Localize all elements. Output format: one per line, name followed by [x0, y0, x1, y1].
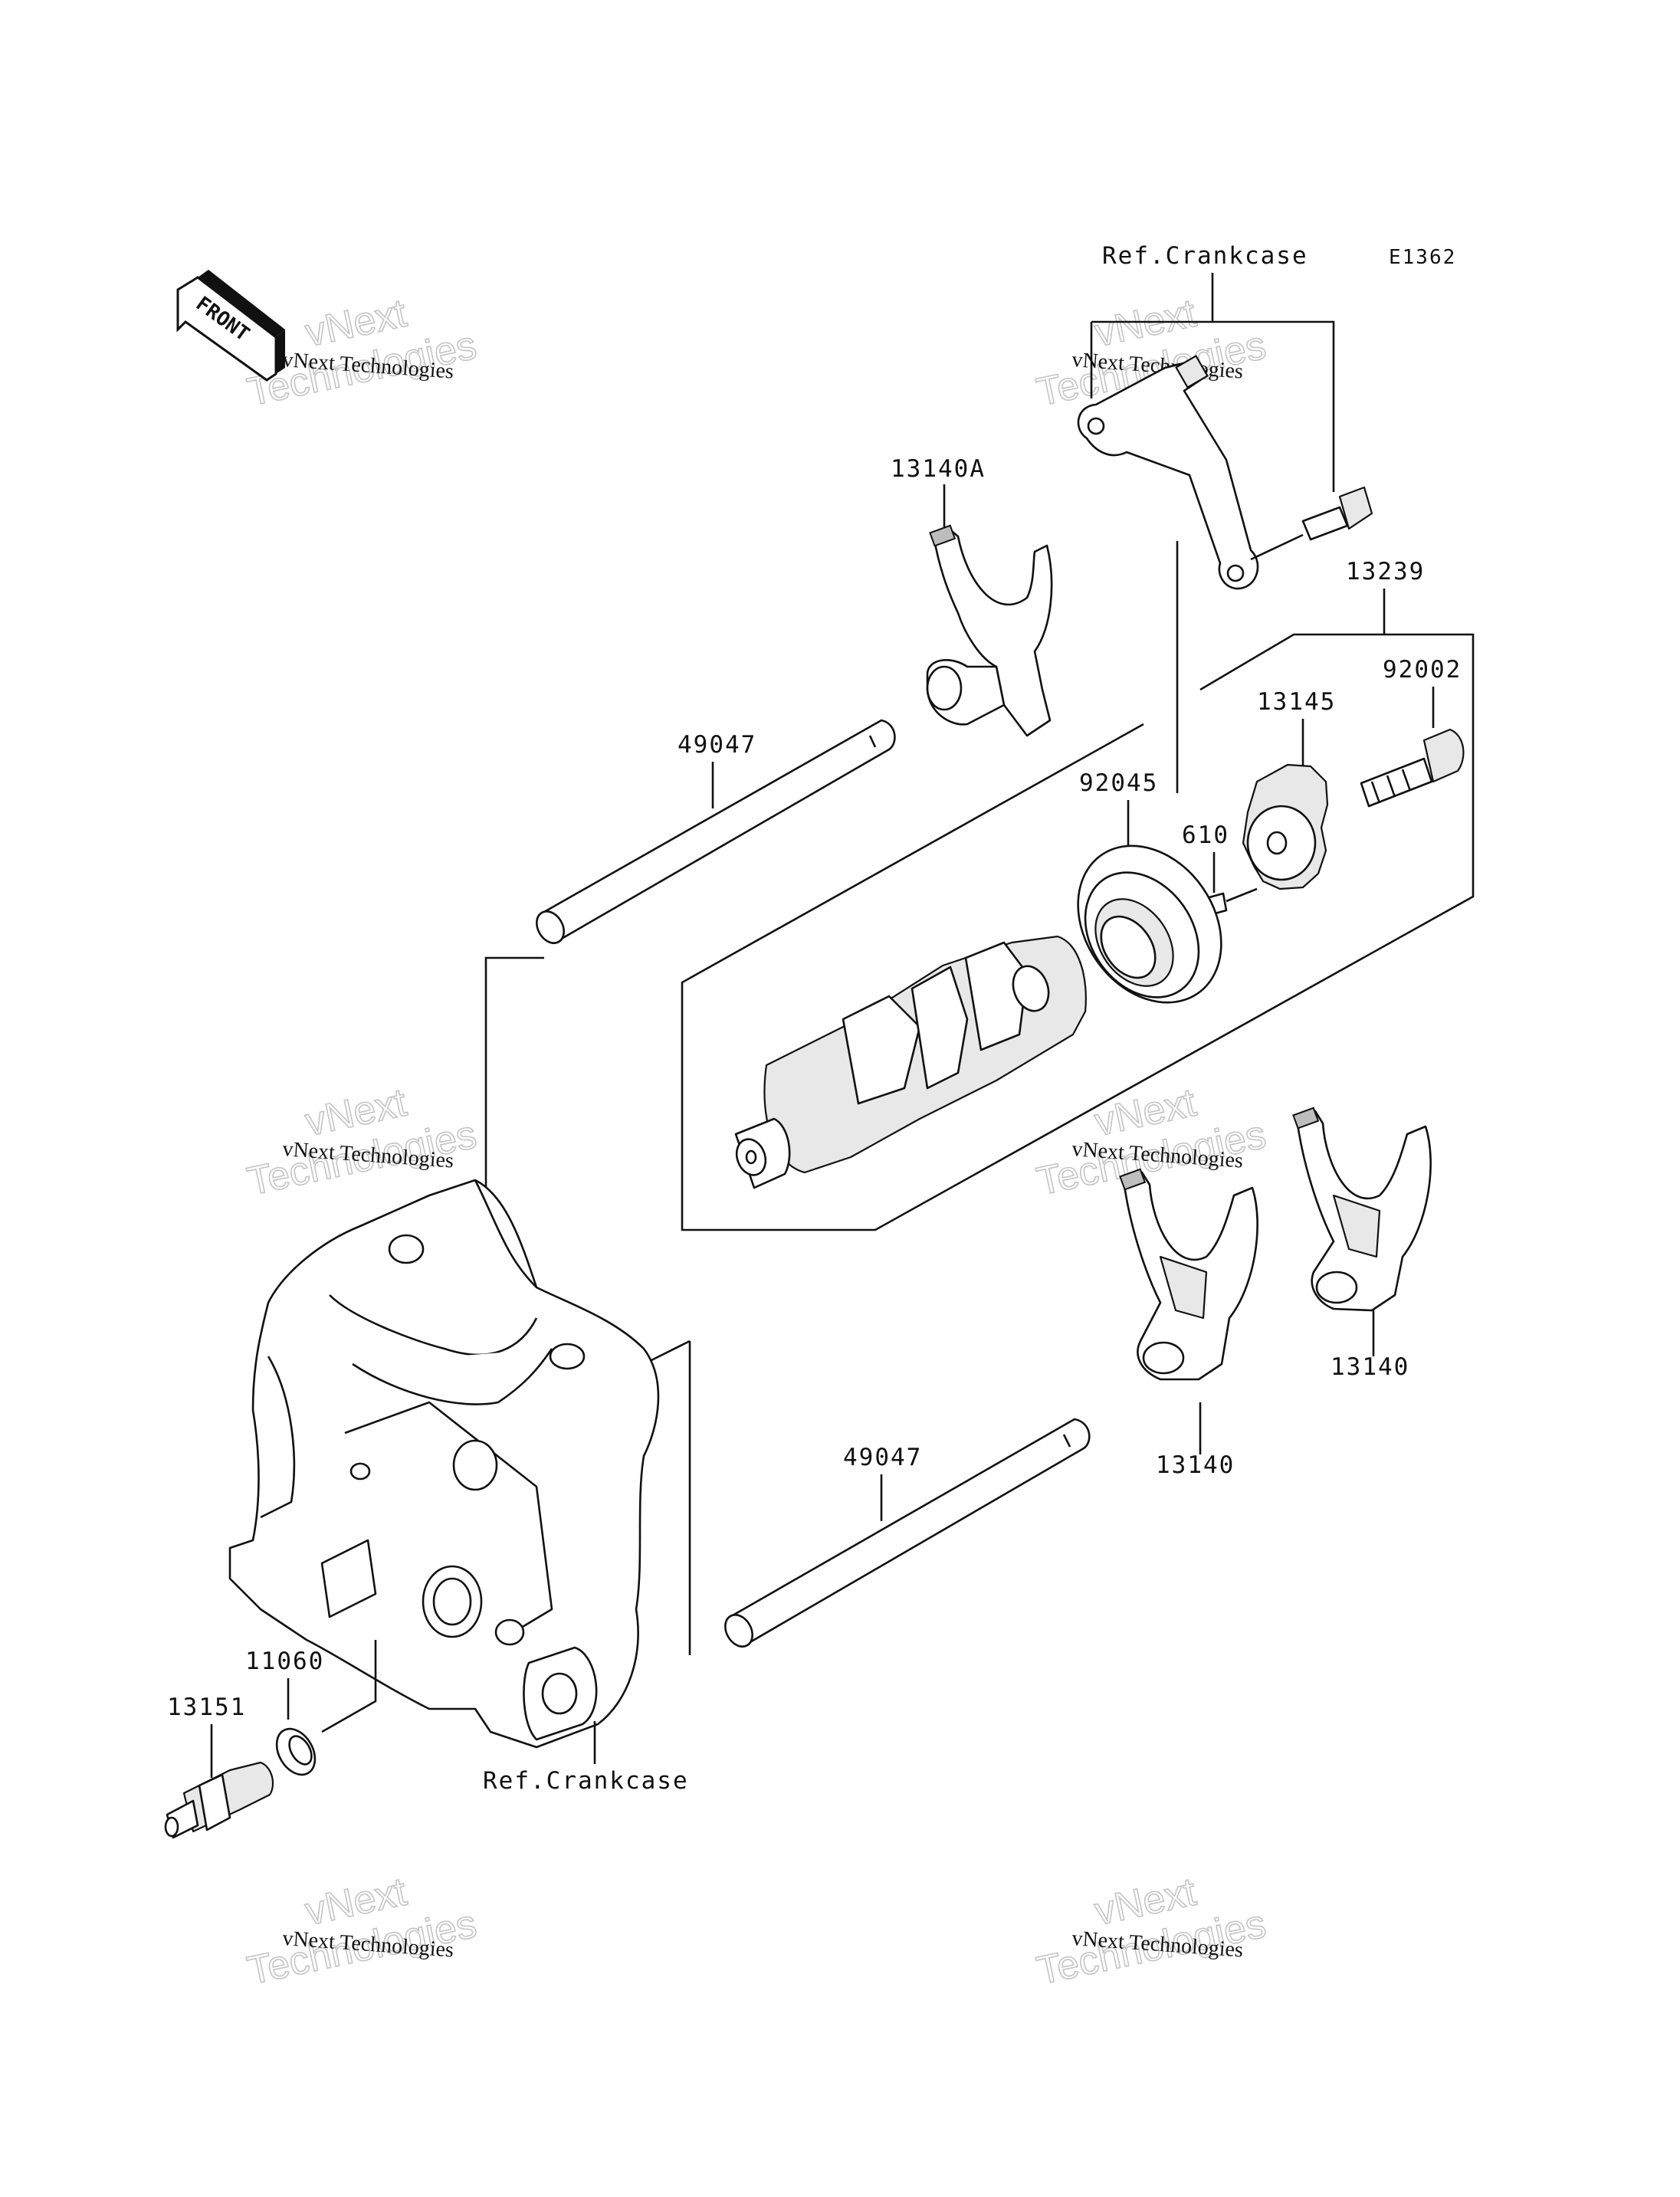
ref-crankcase-top-leader: [1090, 273, 1335, 492]
diagram-code: E1362: [1389, 246, 1456, 269]
bearing-92045: [1077, 844, 1222, 1004]
lever-bolt: [1250, 486, 1373, 561]
shift-fork-13140-mid: [1119, 1168, 1258, 1381]
watermark-5: vNext Technologies: [243, 1869, 481, 1994]
p13239-label: 13239: [1346, 558, 1425, 585]
p13145-label: 13145: [1257, 688, 1336, 716]
p13239-bracket: [681, 589, 1475, 1231]
ref-crankcase-top-label: Ref.Crankcase: [1102, 242, 1308, 270]
p13140A-label: 13140A: [891, 455, 986, 483]
p92002-label: 92002: [1383, 656, 1462, 684]
p13151-label: 13151: [167, 1694, 246, 1721]
bolt-92002: [1360, 728, 1465, 808]
stopper-lever: [1077, 355, 1259, 590]
crankcase: [228, 1179, 660, 1749]
shaft-49047-bottom: [724, 1418, 1091, 1648]
shaft-49047-top: [536, 719, 896, 944]
p13140-right-label: 13140: [1331, 1353, 1409, 1381]
shaft-top-leader: [484, 956, 544, 1287]
front-arrow-icon: FRONT: [176, 270, 285, 382]
p11060-label: 11060: [245, 1648, 324, 1675]
shift-drum: [734, 935, 1087, 1189]
p49047-bottom-label: 49047: [843, 1444, 922, 1471]
shift-fork-13140A: [926, 524, 1053, 737]
washer-11060: [275, 1727, 317, 1776]
shift-fork-13140-right: [1292, 1107, 1432, 1312]
p49047-top-label: 49047: [678, 731, 756, 759]
watermark-3: vNext Technologies: [243, 1080, 481, 1205]
drum-cam-13145: [1242, 763, 1329, 890]
p13140-mid-label: 13140: [1156, 1451, 1235, 1479]
neutral-switch-13151: [164, 1761, 274, 1839]
watermark-6: vNext Technologies: [1032, 1869, 1271, 1994]
p92045-label: 92045: [1079, 769, 1158, 797]
p610-label: 610: [1182, 821, 1229, 849]
ref-crankcase-bottom-label: Ref.Crankcase: [483, 1767, 689, 1795]
crankcase-leader: [321, 1640, 377, 1733]
